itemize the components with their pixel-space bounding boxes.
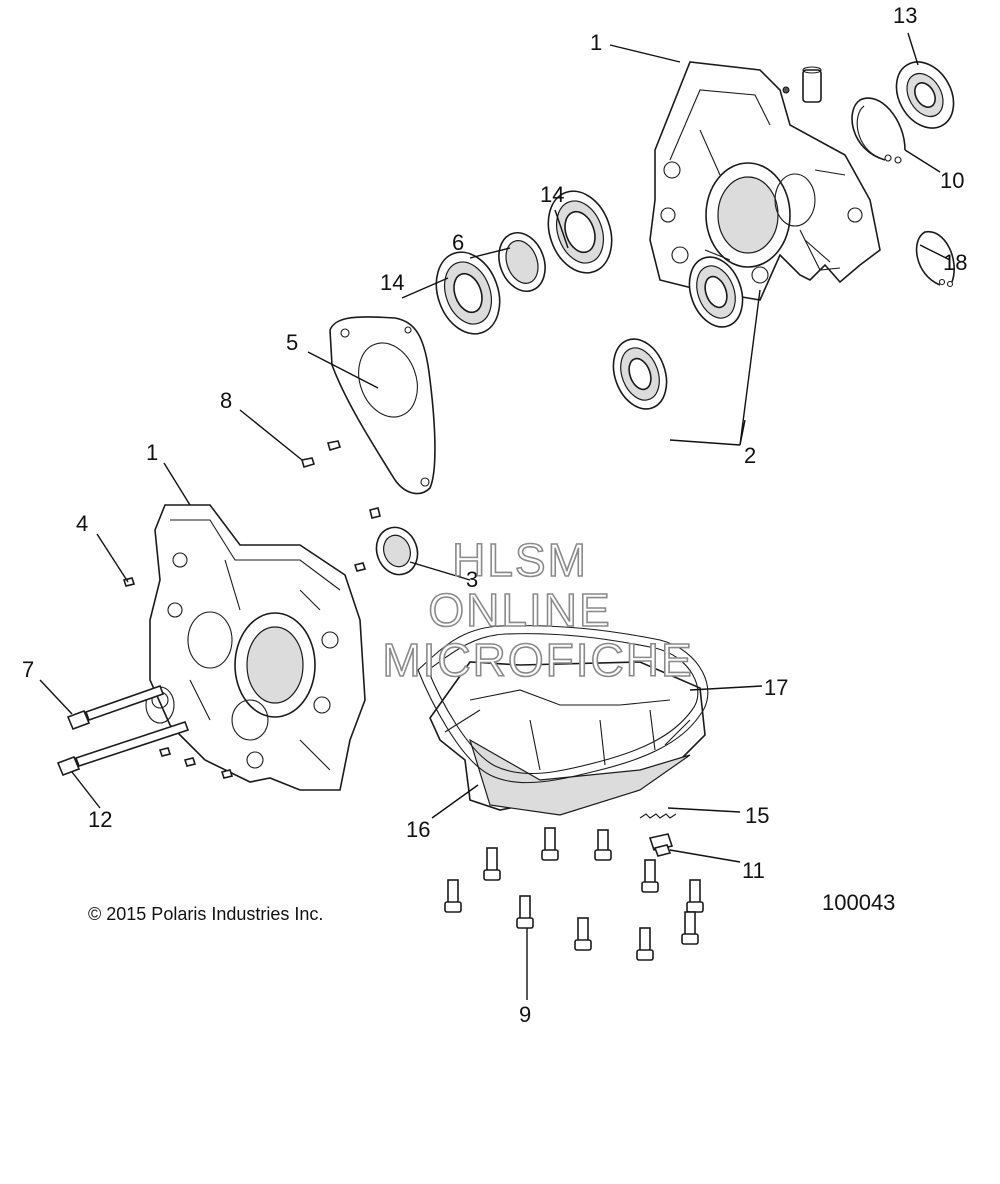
leader-lines xyxy=(39,32,951,1000)
drain-plug xyxy=(648,833,674,857)
callout-11: 11 xyxy=(742,858,765,883)
callout-6: 6 xyxy=(452,230,464,255)
callout-17: 17 xyxy=(764,675,788,700)
pan-bolts xyxy=(444,827,704,961)
oil-seal xyxy=(895,61,955,129)
bolt-7 xyxy=(66,684,165,731)
bolt-12 xyxy=(56,720,190,777)
callout-8: 8 xyxy=(220,388,232,413)
bearing-2-lower xyxy=(612,338,668,410)
callout-4: 4 xyxy=(76,511,88,536)
crankcase-half-right xyxy=(649,61,881,301)
circlip-large xyxy=(851,97,906,164)
retainer-plate xyxy=(329,316,436,495)
callout-18: 18 xyxy=(943,250,967,275)
callout-numbers: 1 13 10 18 14 6 14 5 8 2 1 4 3 7 12 17 1… xyxy=(22,3,967,1027)
screw-8 xyxy=(300,440,342,468)
callout-5: 5 xyxy=(286,330,298,355)
callout-3: 3 xyxy=(466,567,478,592)
crankcase-half-left xyxy=(145,504,366,791)
callout-10: 10 xyxy=(940,168,964,193)
callout-1-upper: 1 xyxy=(590,30,602,55)
callout-12: 12 xyxy=(88,807,112,832)
spring xyxy=(639,813,677,819)
bushing xyxy=(498,232,546,292)
callout-14-upper: 14 xyxy=(540,182,564,207)
callout-14-middle: 14 xyxy=(380,270,404,295)
watermark-line-1: HLSM xyxy=(452,534,588,586)
bearing-14-middle xyxy=(435,251,501,335)
callout-16: 16 xyxy=(406,817,430,842)
oil-pan xyxy=(429,661,706,816)
bushing-3 xyxy=(375,526,419,576)
callout-15: 15 xyxy=(745,803,769,828)
copyright-text: © 2015 Polaris Industries Inc. xyxy=(88,904,323,924)
circlip-small xyxy=(915,231,955,288)
callout-13: 13 xyxy=(893,3,917,28)
watermark-line-2: ONLINE xyxy=(428,584,611,636)
bearing-2-upper xyxy=(688,256,744,328)
pin-small xyxy=(369,507,381,519)
callout-9: 9 xyxy=(519,1002,531,1027)
callout-1-lower: 1 xyxy=(146,440,158,465)
watermark-line-3: MICROFICHE xyxy=(382,634,693,686)
callout-7: 7 xyxy=(22,657,34,682)
diagram-number: 100043 xyxy=(822,890,895,915)
watermark: HLSM ONLINE MICROFICHE xyxy=(382,533,693,687)
callout-2: 2 xyxy=(744,443,756,468)
dowel-pins xyxy=(122,562,367,779)
oil-pan-gasket xyxy=(417,625,709,784)
